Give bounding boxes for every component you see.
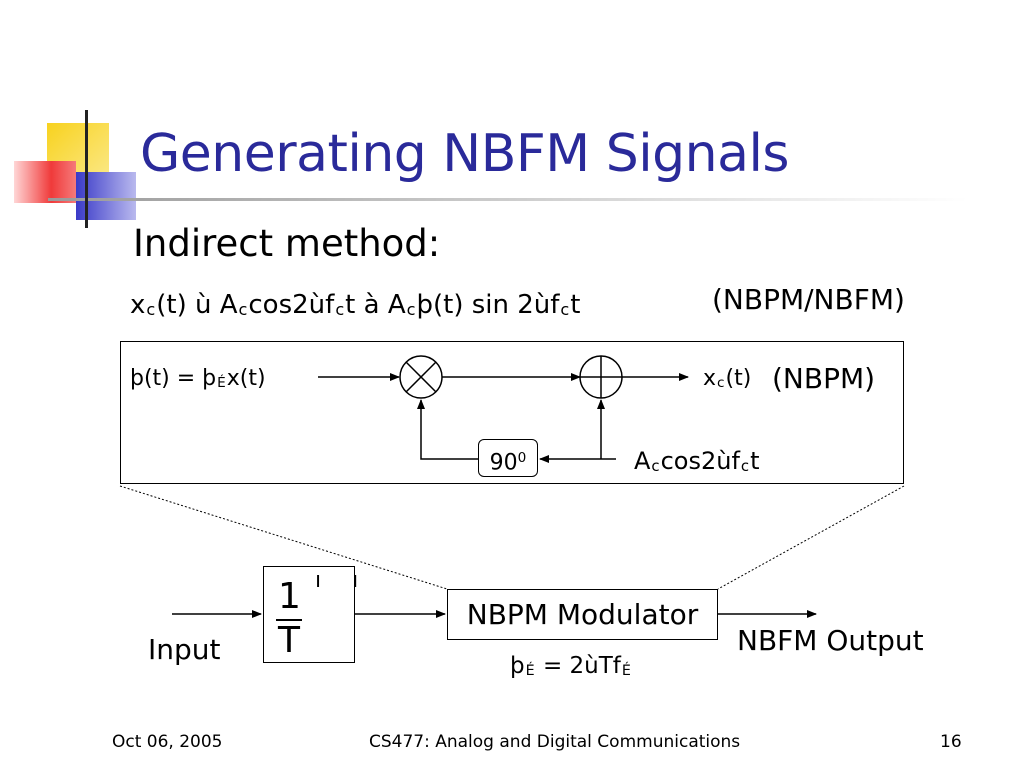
integral-symbol: ı ı bbox=[315, 568, 371, 593]
nbpm-detail-box bbox=[120, 341, 904, 484]
footer-date: Oct 06, 2005 bbox=[112, 732, 223, 752]
integrator-denominator: T bbox=[278, 620, 300, 661]
carrier-equation: Accos2ùfct bbox=[634, 447, 760, 476]
slide-title: Generating NBFM Signals bbox=[140, 124, 790, 184]
integrator-box bbox=[263, 566, 355, 663]
phase-shifter-box: 900 bbox=[478, 439, 538, 477]
deco-vertical-line bbox=[85, 110, 88, 228]
adder-icon bbox=[579, 355, 623, 399]
footer-course: CS477: Analog and Digital Communications bbox=[369, 732, 741, 752]
corner-decoration bbox=[14, 110, 968, 228]
nbpm-output-tag: (NBPM) bbox=[772, 362, 876, 395]
footer-page-number: 16 bbox=[940, 732, 962, 752]
nbpm-output-equation: xc(t) bbox=[703, 366, 752, 392]
zoom-line-right bbox=[717, 485, 905, 590]
slide-subtitle: Indirect method: bbox=[133, 222, 441, 265]
input-label: Input bbox=[148, 633, 221, 666]
integrator-fraction-bar bbox=[276, 619, 302, 621]
nbpm-modulator-box: NBPM Modulator bbox=[447, 589, 718, 640]
integrator-numerator: 1 bbox=[278, 576, 301, 617]
nbfm-equation: xc(t) ù Accos2ùfct à Acþ(t) sin 2ùfct bbox=[130, 290, 581, 320]
phase-input-equation: þ(t) = þÉx(t) bbox=[130, 366, 266, 392]
multiplier-icon bbox=[399, 355, 443, 399]
equation-tag: (NBPM/NBFM) bbox=[712, 283, 905, 316]
output-label: NBFM Output bbox=[737, 624, 924, 657]
deco-horizontal-line bbox=[48, 198, 968, 201]
beta-equation: þÉ = 2ùTfÉ bbox=[510, 653, 631, 680]
phase-to-mult-arrow bbox=[417, 399, 478, 460]
deco-red-square bbox=[14, 161, 76, 203]
zoom-line-left bbox=[119, 485, 448, 590]
